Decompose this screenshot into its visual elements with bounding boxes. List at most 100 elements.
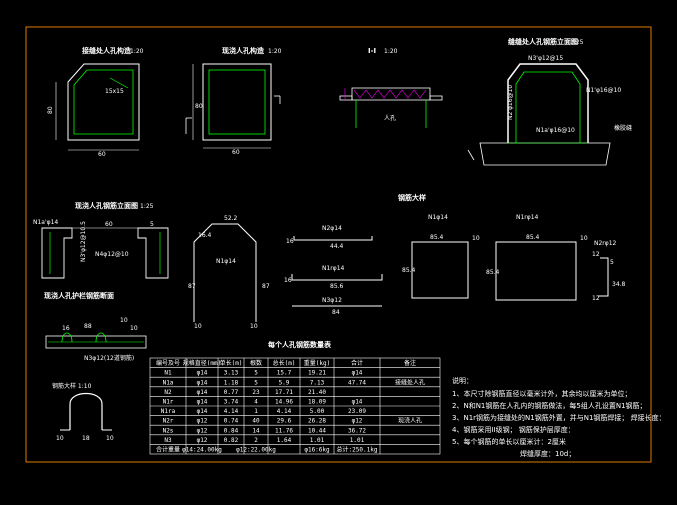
view4-title: 缝缝处人孔钢筋立面图 [508,37,578,46]
table-cell: 14.96 [275,399,293,406]
n2-bar [293,236,373,241]
view7-title: 现浇人孔护栏钢筋断面 [44,291,114,300]
sq1-top-dim: 85.4 [430,234,444,241]
table-total-cell: φ12:22.00kg [236,447,276,454]
v1-height-dim: 80 [47,106,54,114]
table-cell: 2 [254,437,258,444]
n2r-d-dim: 12 [592,295,600,302]
v1-width-dim: 60 [98,151,106,158]
v3-label: 人孔 [384,114,396,122]
sq1-a-dim: 10 [472,235,480,242]
v8-c-dim: 10 [106,435,114,442]
section-beam [45,335,147,349]
v1-chamfer-dim: 15x15 [105,88,124,95]
table-header-cell: 合计 [351,359,363,367]
v2-width-dim: 60 [232,149,240,156]
view-arch-detail: 钢筋大样 1:10 10 18 10 [52,382,114,442]
arch-outer [507,63,589,143]
table-cell: N1a [163,379,174,386]
n1r-bar [291,274,383,281]
view5-title: 现浇人孔钢筋立面图 [75,201,138,210]
table-cell: 0.84 [224,427,239,434]
table-header-cell: 备注 [404,359,416,367]
table-header-cell: 规格直径(mm) [183,359,221,367]
v5-n1a-label: N1a'φ14 [33,219,58,226]
table-cell: N1r [163,399,174,406]
n2r-bar [598,257,609,297]
table-cell: 14 [252,427,260,434]
v8-a-dim: 10 [56,435,64,442]
table-cell: 15.7 [277,370,292,377]
table-title: 每个人孔钢筋数量表 [268,340,332,349]
n1r-len-dim: 85.6 [330,283,344,290]
sq1-bar [411,241,469,299]
n1-h1-dim: 87 [188,283,196,290]
table-cell: N1 [164,370,172,377]
v4-top-label: N3'φ12@15 [528,55,563,62]
n1r-h-dim: 16 [284,277,292,284]
view2-title: 现浇人孔构造 [222,46,265,55]
n2r-b-dim: 5 [610,259,614,266]
table-cell: 4.14 [224,408,239,415]
table-cell: φ12 [197,437,208,444]
note-item: 5、每个钢筋的单长以厘米计：2厘米 [452,437,566,446]
table-header-cell: 重量(kg) [304,359,330,367]
n2r-a-dim: 12 [592,251,600,258]
n1-b1-dim: 10 [194,323,202,330]
table-cell: 18.09 [308,399,326,406]
table-cell: 5 [254,370,258,377]
sq1-label: N1φ14 [428,214,448,221]
rebar-n1-detail: 52.2 N1φ14 87 87 10 10 16.4 [188,215,270,330]
rebar-square-details: 钢筋大样 N1φ14 85.4 85.4 10 N1rφ14 85.4 85.4… [398,193,626,302]
view-cast-rebar-section: 现浇人孔护栏钢筋断面 88 10 16 N3φ12(12道钢筋) 10 [44,291,147,362]
wall-right [137,227,169,279]
table-total-cell: 合计重量 [156,446,180,454]
joint-manhole-outline [67,63,140,141]
table-total-cell: φ16:6kg [304,447,330,454]
n2r-label: N2rφ12 [594,240,617,247]
v7-top-dim: 88 [84,323,92,330]
view-joint-manhole: 接缝处人孔构造 1:20 15x15 80 60 [47,46,144,158]
v5-n3-label: N3'φ12@10.5 [80,221,87,262]
table-cell: N2s [163,427,174,434]
sq2-bar [495,241,577,301]
table-cell: N3 [164,437,172,444]
table-cell: φ12 [197,427,208,434]
notes-block: 说明： 1、本尺寸除钢筋直径以毫米计外，其余均以厘米为单位； 2、N和N1钢筋在… [452,376,666,458]
table-cell: 1 [254,408,258,415]
view6-title: 钢筋大样 [398,193,426,202]
n2-h-dim: 16 [286,238,294,245]
v4-right-label: 橡胶缝 [614,124,632,132]
table-cell: 3.13 [224,370,239,377]
table-cell: 19.21 [308,370,326,377]
n1-bar-shape [193,223,257,322]
v4-left-label: N2'φ16@10 [507,85,514,120]
sq2-h-dim: 85.4 [486,269,500,276]
table-cell: 1.18 [224,379,239,386]
table-cell: φ14 [197,399,208,406]
view5-scale: 1:25 [140,203,154,210]
n1-h2-dim: 87 [262,283,270,290]
view-section-1: Ⅰ-Ⅰ 1:20 人孔 [339,47,443,128]
table-cell: 1.01 [350,437,365,444]
v2-height-dim: 80 [195,103,203,110]
view3-scale: 1:20 [384,48,398,55]
table-cell: 1.64 [277,437,292,444]
table-header-cell: 编号及号 [156,359,180,367]
view-cast-rebar-elevation: 现浇人孔钢筋立面图 1:25 N1a'φ14 60 N4φ12@10 N3'φ1… [33,201,169,279]
n2-label: N2φ14 [322,225,342,232]
note-item: 4、钢筋采用II级钢； 钢筋保护层厚度： [452,425,575,434]
arch-inner [515,71,581,143]
table-cell: 11.76 [275,427,293,434]
sq2-top-dim: 85.4 [526,234,540,241]
view-cast-manhole: 现浇人孔构造 1:20 80 60 [185,46,282,156]
table-cell: φ14 [197,370,208,377]
table-cell: 7.13 [310,379,325,386]
table-cell: 26.28 [308,418,326,425]
n1-top-dim: 52.2 [224,215,238,222]
view-joint-rebar-elevation: 缝缝处人孔钢筋立面图 1:25 N3'φ12@15 N1'φ16@10 N1a'… [467,37,632,166]
table-cell: 17.71 [275,389,293,396]
table-cell: φ14 [352,370,363,377]
view2-scale: 1:20 [268,48,282,55]
